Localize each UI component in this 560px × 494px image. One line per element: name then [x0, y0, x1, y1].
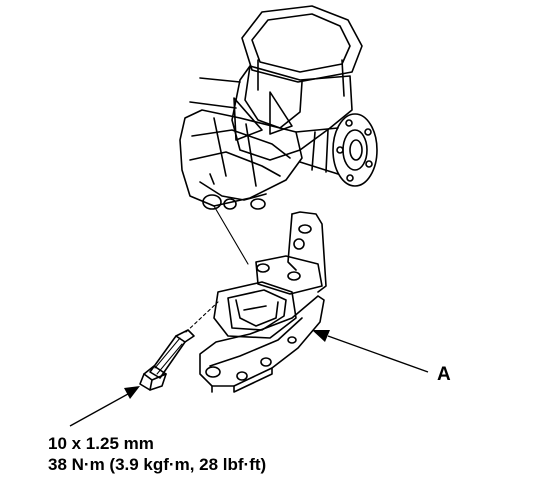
- callout-label-a: A: [437, 364, 451, 385]
- mount-bracket-a: [199, 211, 327, 393]
- bolt-torque-label: 38 N·m (3.9 kgf·m, 28 lbf·ft): [48, 455, 267, 474]
- bolt-spec-leader: [69, 386, 140, 427]
- differential-housing: [179, 5, 378, 210]
- mount-bolt: [139, 329, 195, 391]
- alignment-guide-line: [213, 205, 249, 265]
- bolt-size-label: 10 x 1.25 mm: [48, 434, 154, 453]
- bolt-guide-line: [185, 301, 219, 333]
- callout-a-leader: [312, 330, 429, 373]
